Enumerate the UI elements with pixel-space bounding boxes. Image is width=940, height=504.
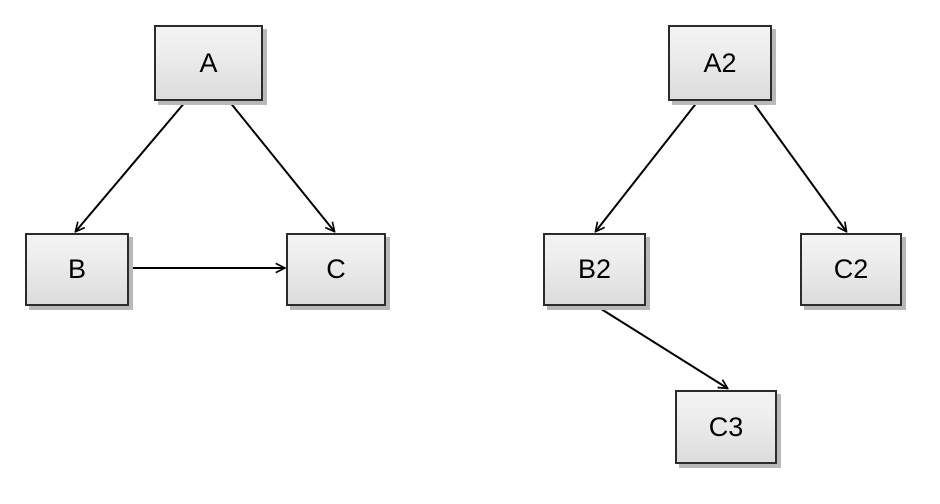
node-b2-label: B2 — [577, 254, 612, 284]
node-c3[interactable]: C3 — [675, 390, 777, 464]
node-b[interactable]: B — [25, 233, 129, 306]
edge-a-to-c — [228, 100, 334, 231]
edge-b2-to-c3 — [597, 306, 727, 388]
node-a2[interactable]: A2 — [668, 25, 772, 101]
edge-a2-to-b2 — [596, 100, 699, 231]
node-a[interactable]: A — [154, 25, 263, 101]
edge-a2-to-c2 — [751, 100, 846, 231]
node-c3-label: C3 — [708, 411, 744, 442]
node-c2[interactable]: C2 — [800, 233, 902, 306]
node-a2-label: A2 — [703, 47, 737, 78]
node-b-label: B — [67, 254, 86, 284]
edge-group — [76, 100, 846, 388]
node-a-label: A — [199, 47, 218, 78]
node-b2[interactable]: B2 — [543, 233, 646, 306]
node-c[interactable]: C — [286, 233, 386, 306]
node-c-label: C — [326, 254, 346, 284]
edge-a-to-b — [76, 100, 187, 231]
node-c2-label: C2 — [833, 254, 869, 284]
